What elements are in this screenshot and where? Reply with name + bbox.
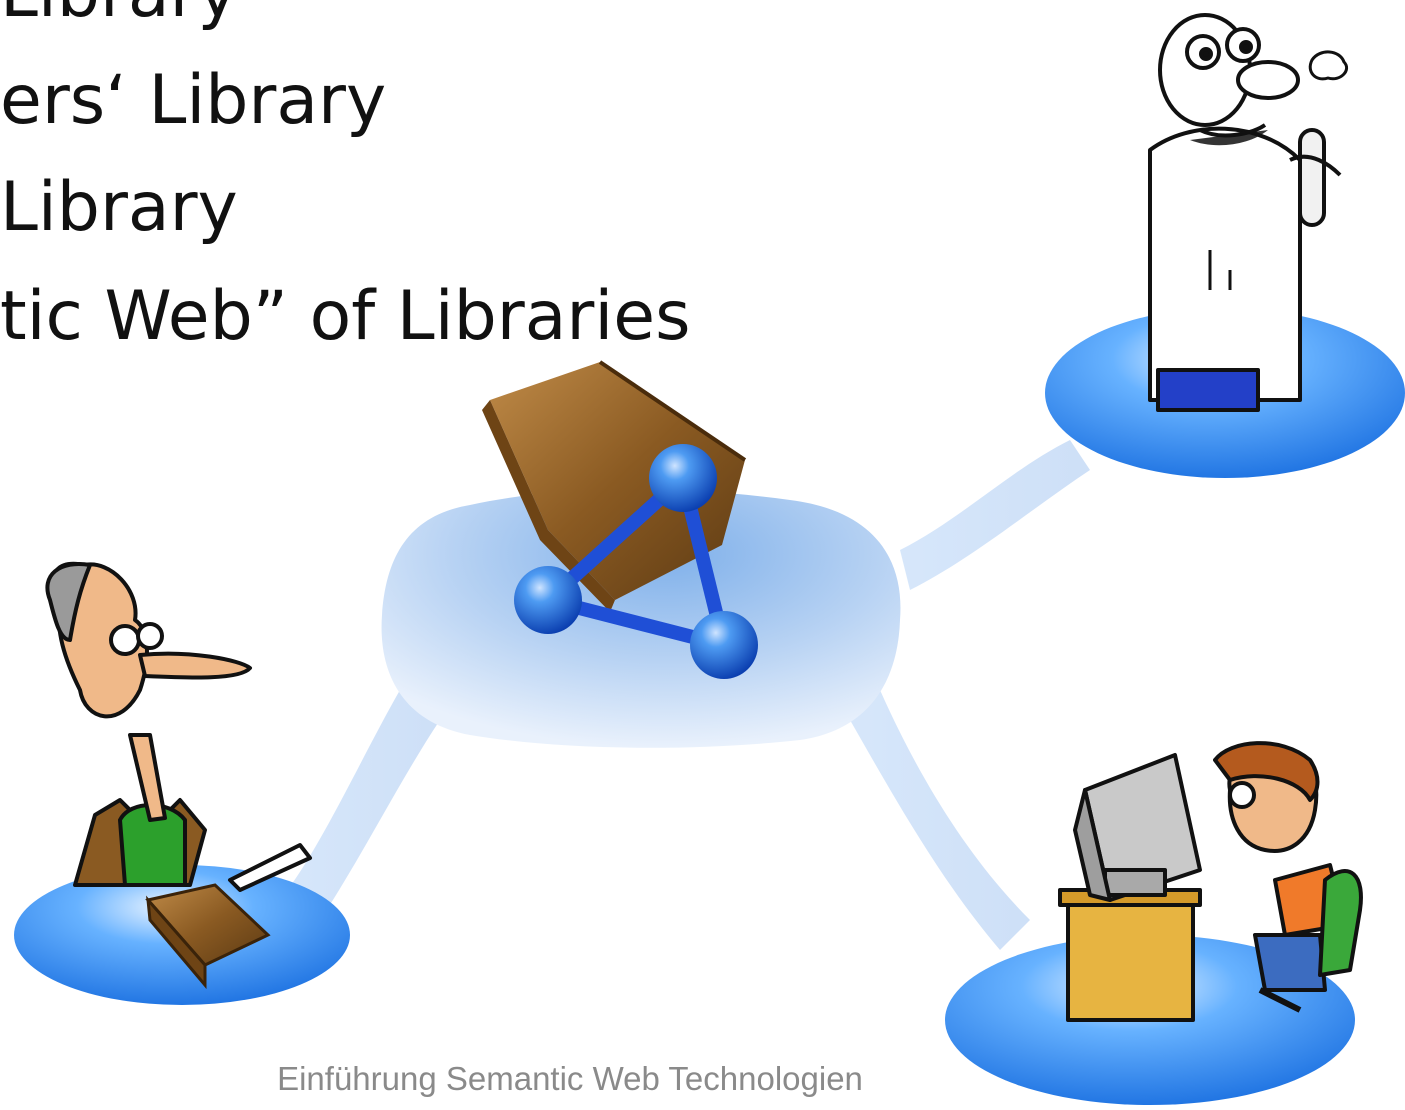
connector-top-right	[900, 440, 1090, 590]
small-book-icon	[145, 883, 271, 990]
graph-node	[649, 444, 717, 512]
graph-node	[690, 611, 758, 679]
graph-node	[514, 566, 582, 634]
connector-bottom-right	[850, 690, 1030, 950]
connector-bottom-left	[280, 690, 440, 920]
book-icon	[482, 360, 747, 612]
bullet-library: Library	[0, 0, 238, 28]
bullet-semantic-web-of-libraries: tic Web” of Libraries	[0, 277, 691, 356]
semantic-graph-icon	[514, 444, 758, 679]
scientist-icon	[1148, 13, 1349, 412]
bullet-users-library: ers‘ Library	[0, 61, 387, 140]
librarian-icon	[45, 561, 312, 892]
bullet-digital-library: Library	[0, 168, 238, 247]
computer-user-icon	[1058, 741, 1363, 1022]
footer-title: Einführung Semantic Web Technologien	[277, 1060, 863, 1097]
